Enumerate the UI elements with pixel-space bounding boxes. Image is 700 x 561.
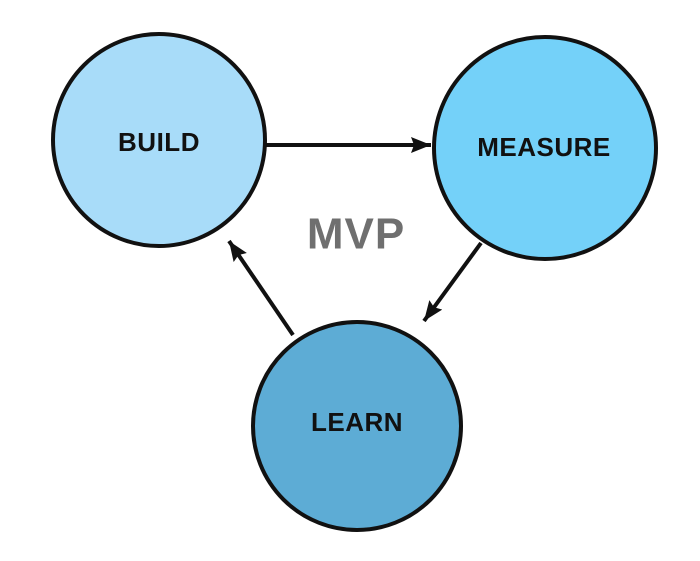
node-build: BUILD [51, 32, 267, 248]
measure-label: MEASURE [477, 132, 611, 162]
arrow-measure-to-learn [422, 241, 483, 323]
arrow-learn-to-build [227, 239, 295, 337]
mvp-center-label: MVP [307, 209, 405, 258]
learn-label: LEARN [311, 407, 403, 437]
node-measure: MEASURE [432, 35, 658, 261]
measure-circle [432, 35, 658, 261]
build-circle [51, 32, 267, 248]
learn-circle [251, 320, 463, 532]
node-learn: LEARN [251, 320, 463, 532]
build-label: BUILD [118, 127, 200, 157]
